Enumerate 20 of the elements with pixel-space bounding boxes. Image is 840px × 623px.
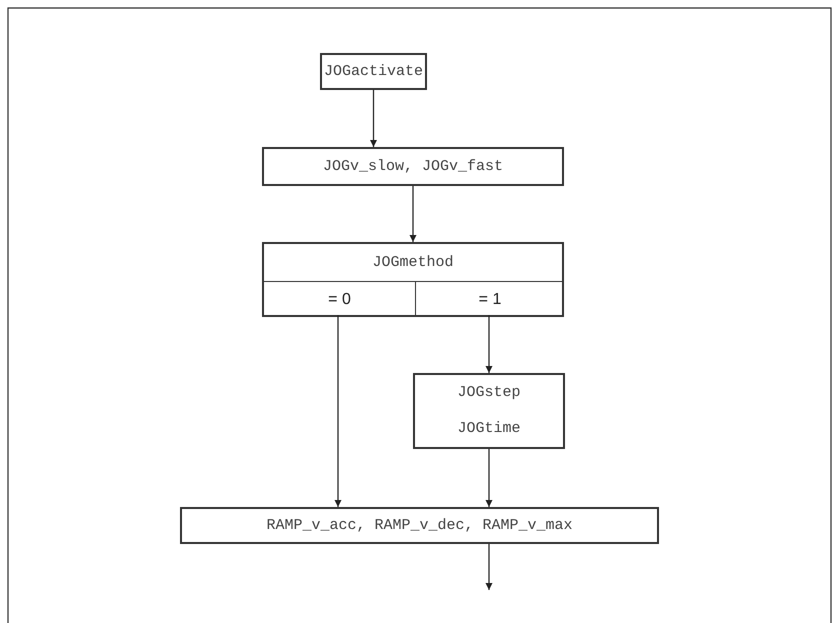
- parameter-name: JOGactivate: [324, 62, 424, 80]
- process-box: [320, 53, 427, 90]
- arrow: [334, 315, 342, 507]
- arrow: [486, 544, 492, 590]
- table-cell: [415, 281, 564, 317]
- parameter-name: RAMP_v_acc, RAMP_v_dec, RAMP_v_max: [266, 516, 573, 534]
- arrow: [370, 90, 377, 147]
- process-box: [262, 147, 564, 186]
- parameter-name: JOGmethod: [372, 254, 454, 272]
- parameter-name: JOGstep: [457, 384, 520, 402]
- process-box: [262, 242, 564, 317]
- arrow: [486, 315, 492, 373]
- parameter-name: JOGtime: [457, 420, 520, 438]
- parameter-name: = 1: [478, 290, 502, 308]
- arrow: [410, 186, 416, 242]
- parameter-name: JOGv_slow, JOGv_fast: [322, 158, 504, 176]
- process-box: [413, 373, 565, 449]
- process-box: [180, 507, 659, 544]
- arrow: [486, 449, 492, 507]
- parameter-name: = 0: [328, 290, 351, 308]
